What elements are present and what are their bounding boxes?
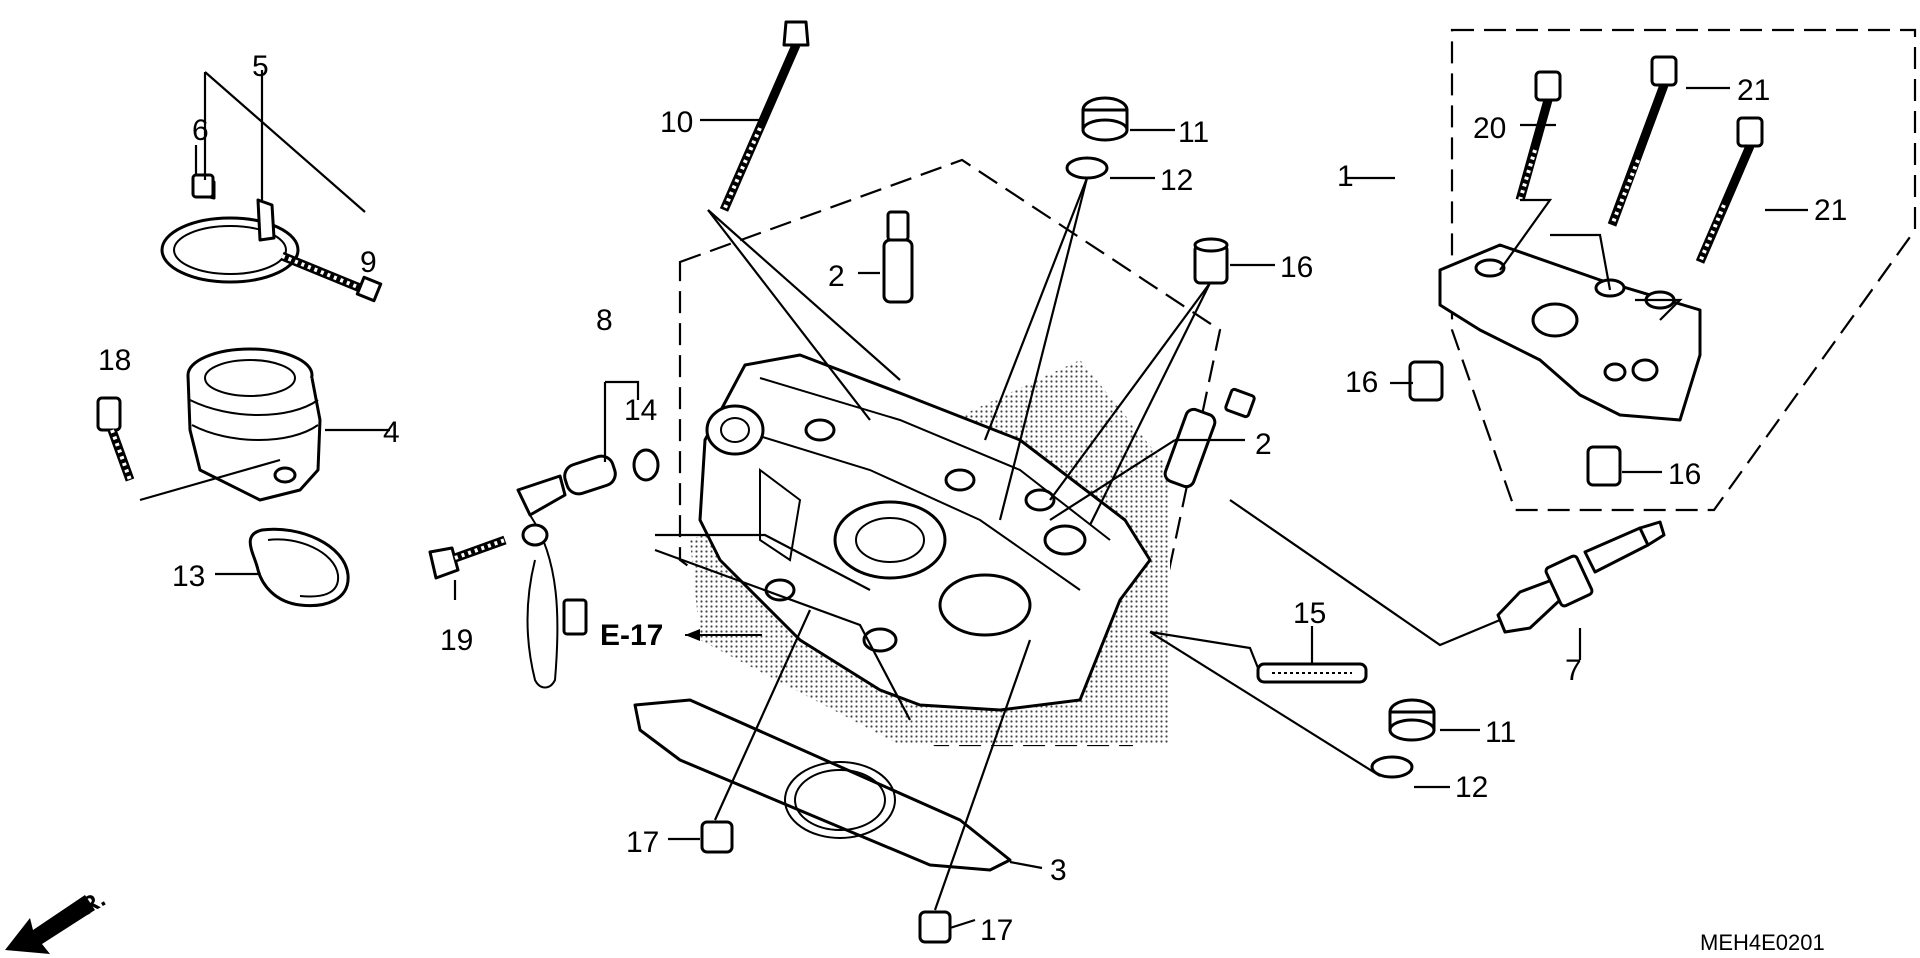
callout-2b: 2 xyxy=(1255,428,1272,461)
callout-16c: 16 xyxy=(1668,458,1701,491)
nut-upper xyxy=(1081,96,1129,142)
callout-10: 10 xyxy=(660,106,693,139)
callout-15: 15 xyxy=(1293,597,1326,630)
stud-bolt xyxy=(1256,662,1368,684)
callout-18: 18 xyxy=(98,344,131,377)
leader-lines xyxy=(139,70,1808,930)
reference-label: E-17 xyxy=(600,619,663,652)
rocker-arm-holder xyxy=(1438,243,1702,422)
callout-12b: 12 xyxy=(1455,771,1488,804)
rocker-arm-assembly-outline xyxy=(1450,28,1917,512)
callout-8: 8 xyxy=(596,304,613,337)
reference-arrow xyxy=(685,629,762,641)
callout-16b: 16 xyxy=(1345,366,1378,399)
dowel-pin-gasket-upper xyxy=(700,820,734,854)
cylinder-head-gasket xyxy=(633,698,1012,872)
dowel-pin-rocker-bottom xyxy=(1586,445,1622,487)
callout-5: 5 xyxy=(252,50,269,83)
callout-7: 7 xyxy=(1565,654,1582,687)
band-screw xyxy=(280,251,383,303)
callout-3: 3 xyxy=(1050,854,1067,887)
o-ring-13 xyxy=(248,527,350,608)
drawing-code: MEH4E0201 xyxy=(1700,930,1825,955)
callout-1: 1 xyxy=(1337,160,1354,193)
spark-plug xyxy=(1496,520,1666,634)
callout-13: 13 xyxy=(172,560,205,593)
callout-16a: 16 xyxy=(1280,251,1313,284)
stud-pin-left xyxy=(882,210,914,304)
sensor-bolt xyxy=(428,535,507,580)
cylinder-head-bolt xyxy=(719,20,810,212)
callout-9: 9 xyxy=(360,246,377,279)
rocker-bolt-21-left xyxy=(1607,55,1678,227)
temperature-sensor xyxy=(516,454,617,689)
insulator-bolt xyxy=(96,396,135,482)
callout-2a: 2 xyxy=(828,260,845,293)
dowel-pin-center xyxy=(1193,237,1229,285)
callout-17a: 17 xyxy=(626,826,659,859)
washer-lower xyxy=(1370,755,1414,779)
dowel-pin-gasket-lower xyxy=(918,910,952,944)
washer-upper xyxy=(1065,156,1109,180)
front-direction-arrow xyxy=(5,895,95,954)
cylinder-head xyxy=(698,353,1152,712)
callout-21a: 21 xyxy=(1737,74,1770,107)
callout-labels: 1 2 2 3 4 5 6 7 8 9 10 11 11 12 12 13 14… xyxy=(98,50,1847,947)
callout-11a: 11 xyxy=(1178,116,1209,149)
callout-21b: 21 xyxy=(1814,194,1847,227)
stud-pin-right xyxy=(1163,387,1256,489)
callout-6: 6 xyxy=(192,114,209,147)
band-cap xyxy=(191,173,215,199)
callout-4: 4 xyxy=(383,416,400,449)
callout-20: 20 xyxy=(1473,112,1506,145)
nut-lower xyxy=(1388,698,1436,742)
dowel-pin-rocker-left xyxy=(1408,360,1444,402)
o-ring-14 xyxy=(632,448,660,482)
insulator-band xyxy=(160,176,300,284)
intake-insulator xyxy=(186,347,322,502)
callout-11b: 11 xyxy=(1485,716,1516,749)
callout-17b: 17 xyxy=(980,914,1013,947)
callout-14: 14 xyxy=(624,394,657,427)
callout-12a: 12 xyxy=(1160,164,1193,197)
rocker-bolt-21-right xyxy=(1695,116,1764,264)
rocker-bolt-20 xyxy=(1515,70,1562,202)
callout-19: 19 xyxy=(440,624,473,657)
